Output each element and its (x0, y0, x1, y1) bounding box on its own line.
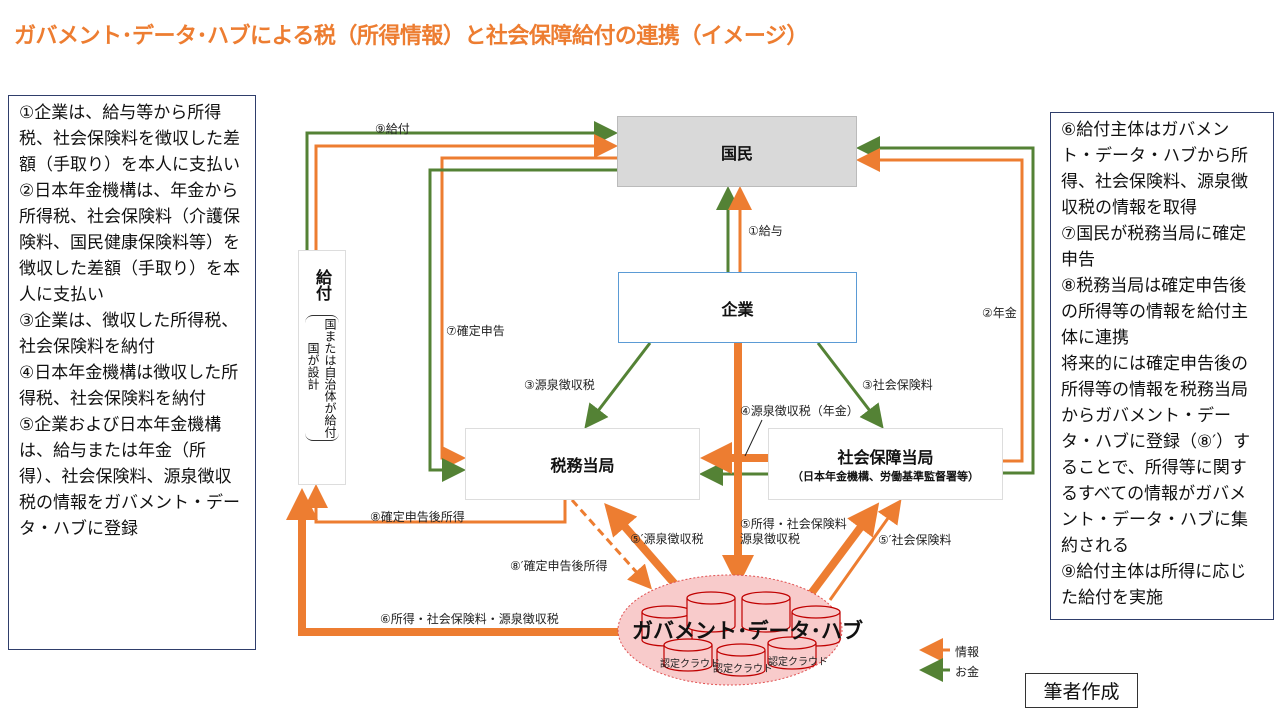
arrow-7-green (428, 168, 617, 482)
hub-label: ガバメント･データ･ハブ (632, 619, 863, 643)
legend-info: 情報 (955, 645, 980, 659)
arrow-7-orange (440, 156, 617, 470)
left-notes: ①企業は、給与等から所得税、社会保険料を徴収した差額（手取り）を本人に支払い ②… (8, 95, 256, 650)
label-3-tax: ③源泉徴収税 (524, 378, 595, 392)
note: 将来的には確定申告後の所得等の情報を税務当局からガバメント・データ・ハブに登録（… (1061, 354, 1251, 556)
node-kyufu: 給付 国または自治体が給付 国が設計 (298, 250, 346, 485)
node-label: 国民 (720, 143, 753, 163)
label-8p: ⑧′確定申告後所得 (510, 559, 608, 573)
note: ①企業は、給与等から所得税、社会保険料を徴収した差額（手取り）を本人に支払い (19, 103, 240, 175)
cloud-label: 認定クラウド (768, 657, 828, 668)
label-2: ②年金 (982, 306, 1017, 320)
arrow-9-green (305, 121, 618, 250)
cloud-cylinders (641, 591, 841, 677)
node-label: 企業 (721, 299, 754, 319)
label-9: ⑨給付 (375, 122, 410, 136)
arrow-9-orange (314, 134, 618, 250)
label-7: ⑦確定申告 (446, 324, 505, 338)
node-label: 社会保障当局 (837, 448, 934, 467)
label-8: ⑧確定申告後所得 (370, 510, 465, 524)
label-5b: 源泉徴収税 (740, 532, 801, 546)
label-5p-social: ⑤′社会保険料 (878, 533, 952, 547)
note: ⑧税務当局は確定申告後の所得等の情報を給付主体に連携 (1061, 276, 1248, 348)
label-5: ⑤所得・社会保険料 (740, 517, 847, 531)
note: ⑤企業および日本年金機構は、給与または年金（所得）、社会保険料、源泉徴収税の情報… (19, 415, 240, 539)
legend-money: お金 (955, 665, 980, 679)
node-kigyo: 企業 (618, 272, 857, 343)
note: ⑦国民が税務当局に確定申告 (1061, 224, 1247, 270)
node-kokumin: 国民 (617, 116, 857, 187)
label-6: ⑥所得・社会保険料・源泉徴収税 (380, 612, 559, 626)
arrow-5p-tax (604, 502, 684, 593)
node-zeimu: 税務当局 (465, 428, 700, 500)
arrow-8p (570, 499, 652, 590)
arrow-3-social (816, 342, 884, 429)
note: ⑥給付主体はガバメント・データ・ハブから所得、社会保険料、源泉徴収税の情報を取得 (1061, 120, 1248, 218)
credit: 筆者作成 (1025, 673, 1138, 708)
node-label: 税務当局 (550, 456, 615, 475)
label-4: ④源泉徴収税（年金） (740, 404, 859, 418)
label-3-social: ③社会保険料 (862, 378, 933, 392)
node-sublabel: 国が設計 (306, 342, 320, 390)
note: ⑨給付主体は所得に応じた給付を実施 (1061, 562, 1247, 608)
arrow-6 (286, 488, 620, 636)
arrow-5p-social-thin (828, 499, 902, 601)
node-shakai: 社会保障当局 （日本年金機構、労働基準監督署等） (768, 428, 1003, 500)
cloud-label: 認定クラウド (713, 664, 773, 675)
cloud-label: 認定クラウド (660, 659, 720, 670)
right-notes: ⑥給付主体はガバメント・データ・ハブから所得、社会保険料、源泉徴収税の情報を取得… (1050, 112, 1274, 620)
arrow-3-tax (584, 342, 652, 429)
label-1: ①給与 (748, 224, 783, 238)
arrow-2-orange (856, 148, 1024, 463)
node-sublabel: 国または自治体が給付 (323, 318, 337, 438)
pointer-4 (744, 419, 763, 457)
note: ③企業は、徴収した所得税、社会保険料を納付 (19, 311, 239, 357)
node-label: 給付 (313, 269, 332, 301)
arrow-2-green (856, 136, 1035, 475)
page-title: ガバメント･データ･ハブによる税（所得情報）と社会保障給付の連携（イメージ） (14, 24, 808, 49)
note: ②日本年金機構は、年金から所得税、社会保険料（介護保険料、国民健康保険料等）を徴… (19, 181, 240, 305)
arrow-5p-social (806, 502, 880, 598)
node-sublabel: （日本年金機構、労働基準監督署等） (792, 470, 979, 483)
note: ④日本年金機構は徴収した所得税、社会保険料を納付 (19, 363, 239, 409)
label-5p-tax: ⑤′源泉徴収税 (630, 532, 704, 546)
